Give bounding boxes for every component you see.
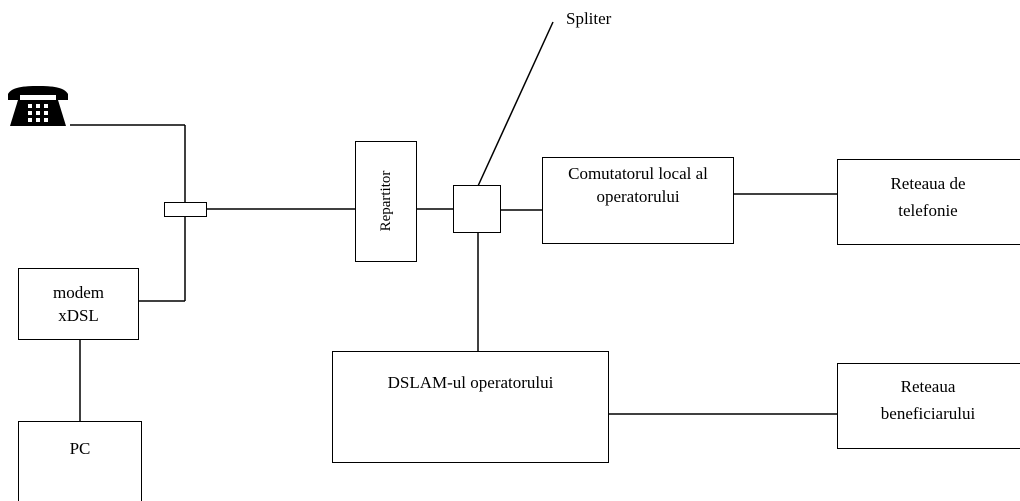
spliter-leader-line	[477, 21, 554, 187]
retea-benef-label-line1: Reteaua	[900, 377, 956, 396]
splitter-box	[453, 185, 501, 233]
retea-telefonie-label-line1: Reteaua de	[890, 174, 966, 193]
modem-box	[18, 268, 139, 340]
dslam-label: DSLAM-ul operatorului	[387, 373, 554, 392]
retea-benef-box	[837, 363, 1020, 449]
spliter-label: Spliter	[566, 9, 612, 28]
dsl-network-diagram: Repartitor Spliter Comutatorul local al …	[8, 9, 1020, 501]
repartitor-label: Repartitor	[378, 170, 394, 232]
pc-box	[18, 421, 142, 501]
comutator-label-line2: operatorului	[596, 187, 680, 206]
dslam-box	[332, 351, 609, 463]
pc-label: PC	[69, 439, 91, 458]
comutator-box	[542, 157, 734, 244]
modem-label-line2: xDSL	[58, 306, 99, 325]
retea-telefonie-box	[837, 159, 1020, 245]
modem-label-line1: modem	[53, 283, 104, 302]
retea-telefonie-label-line2: telefonie	[898, 201, 958, 220]
comutator-label-line1: Comutatorul local al	[568, 164, 708, 183]
connection-lines	[70, 21, 1020, 448]
telephone-icon	[8, 86, 68, 126]
retea-benef-label-line2: beneficiarului	[880, 404, 976, 423]
line-junction	[164, 202, 207, 217]
repartitor-box	[355, 141, 417, 262]
